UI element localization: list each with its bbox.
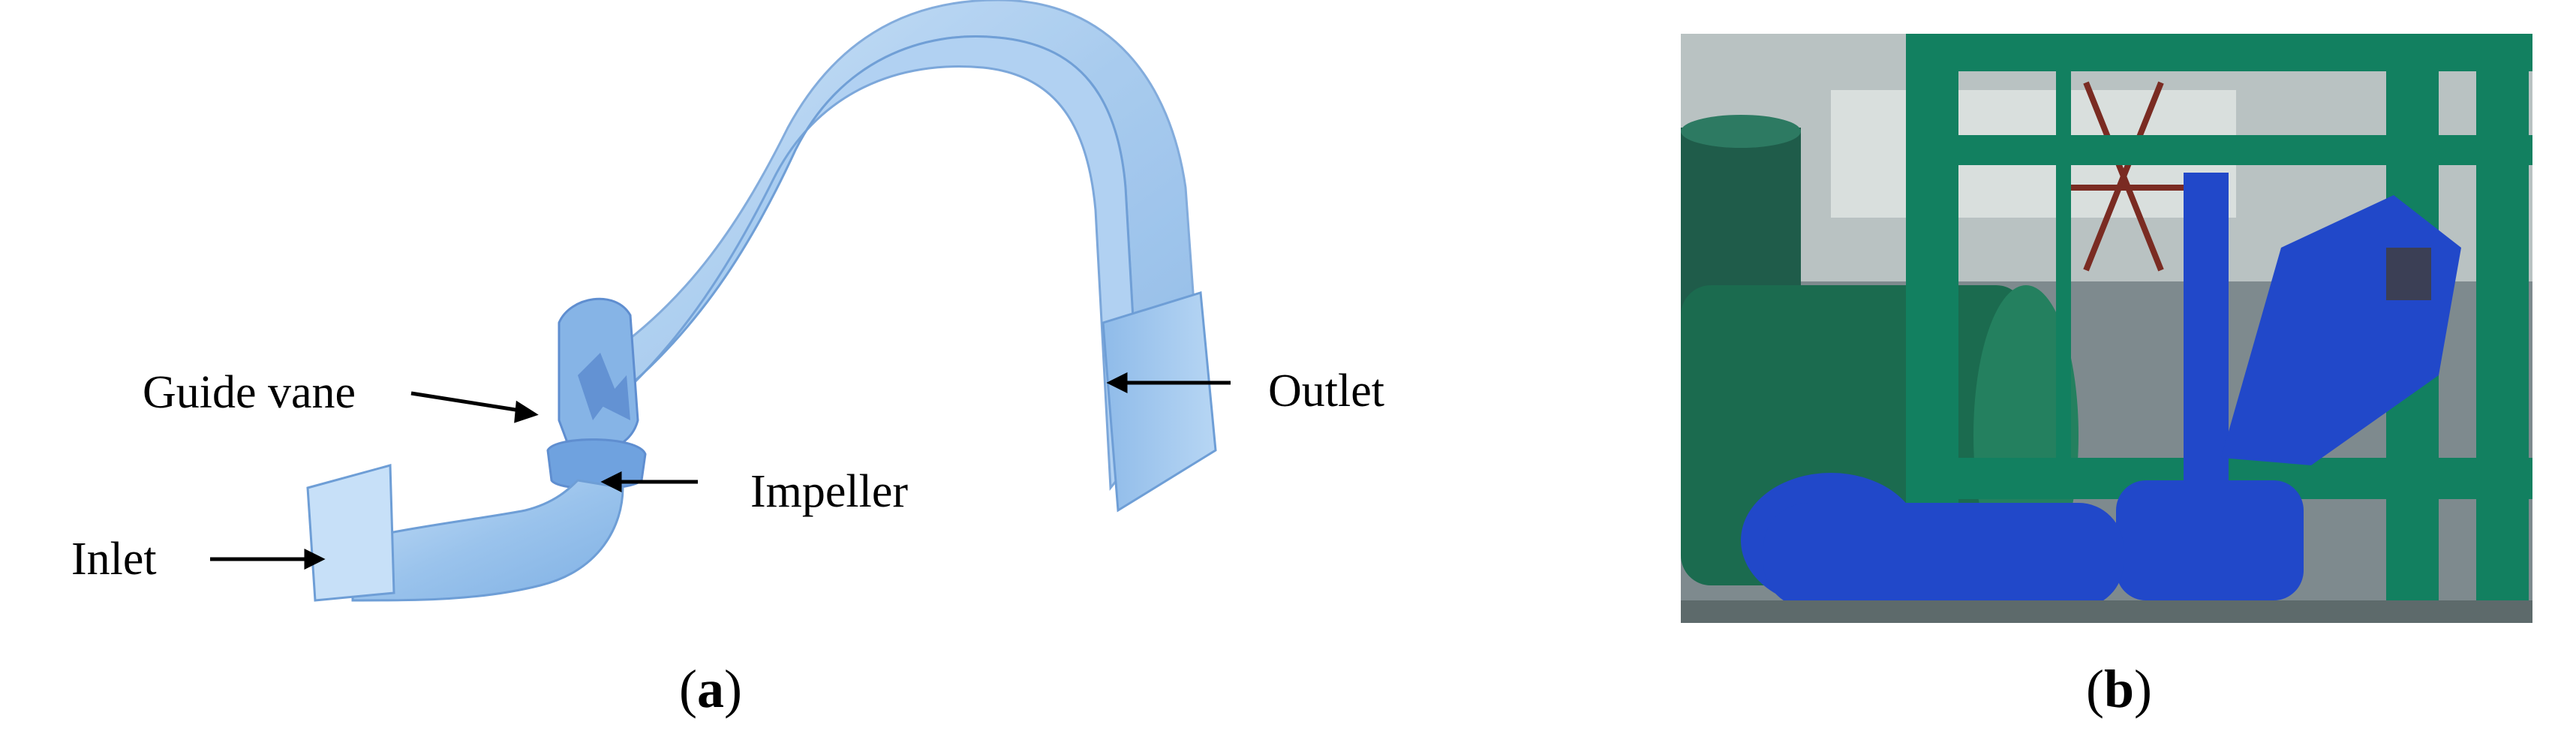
inlet-elbow	[351, 479, 624, 602]
caption-b-letter: b	[2103, 659, 2135, 719]
guide-vane-blades	[578, 353, 630, 420]
outlet-conduit-front	[591, 35, 1142, 492]
leader-arrows	[210, 372, 1231, 570]
caption-a-letter: a	[696, 659, 724, 719]
outlet-end-face	[1102, 291, 1217, 513]
inlet-end-face	[306, 464, 395, 602]
pump-model-diagram	[210, 0, 1231, 602]
caption-a: (a)	[679, 662, 742, 716]
caption-a-close: )	[723, 659, 742, 719]
panel-a: Guide vane Impeller Inlet Outlet (a)	[71, 0, 1384, 716]
caption-b-close: )	[2134, 659, 2153, 719]
impeller-label: Impeller	[750, 466, 909, 517]
guide-vane-label: Guide vane	[143, 367, 356, 418]
panel-b: (b)	[1636, 0, 2576, 731]
outlet-label: Outlet	[1268, 366, 1384, 417]
caption-a-open: (	[679, 659, 697, 719]
caption-b: (b)	[2086, 662, 2152, 716]
caption-b-open: (	[2086, 659, 2104, 719]
inlet-label: Inlet	[71, 534, 157, 585]
pump-rig-photo	[1681, 34, 2532, 623]
